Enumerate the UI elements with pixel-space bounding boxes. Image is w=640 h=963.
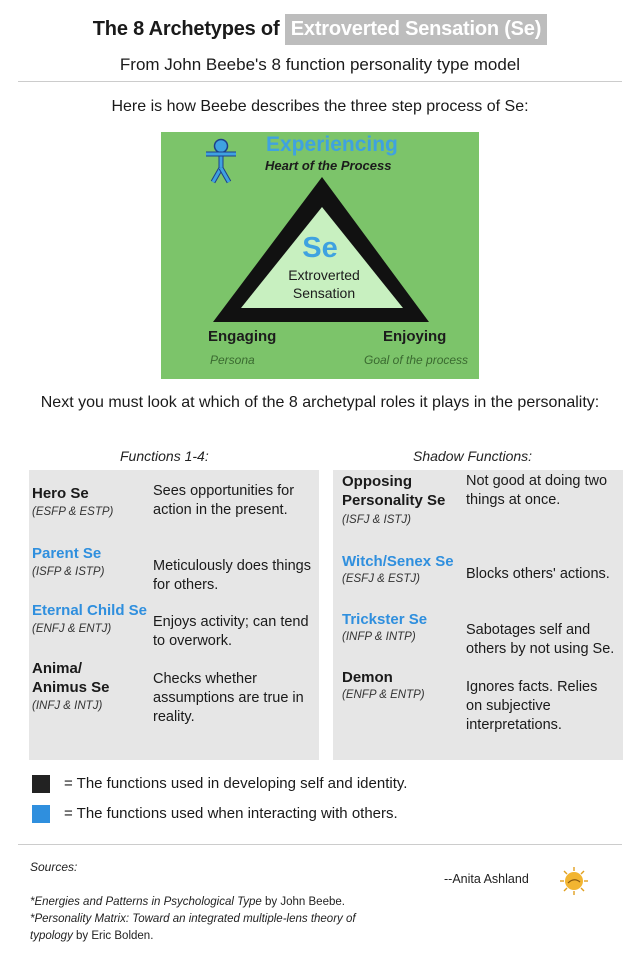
role-parent-name: Parent Se: [32, 545, 102, 562]
role-parent-types: (ISFP & ISTP): [32, 566, 105, 578]
left-column-heading: Functions 1-4:: [120, 448, 209, 464]
role-demon-name: Demon: [342, 669, 393, 686]
next-text: Next you must look at which of the 8 arc…: [40, 394, 600, 411]
role-anima-types: (INFJ & INTJ): [32, 700, 103, 712]
person-icon: [206, 138, 236, 184]
role-witch-name: Witch/Senex Se: [342, 553, 454, 570]
diagram-right-sub: Goal of the process: [364, 353, 469, 367]
role-eternal-child-desc: Enjoys activity; can tend to overwork.: [153, 614, 309, 649]
page-title: The 8 Archetypes of Extroverted Sensatio…: [0, 14, 640, 45]
left-roles-panel: Hero Se (ESFP & ESTP) Sees opportunities…: [29, 470, 319, 760]
role-demon-desc: Ignores facts. Relies on subjective inte…: [466, 679, 598, 733]
role-trickster-name: Trickster Se: [342, 611, 428, 628]
source-2-by: by Eric Bolden.: [72, 930, 154, 942]
role-witch-types: (ESFJ & ESTJ): [342, 573, 420, 585]
sun-logo-icon: [560, 867, 588, 895]
diagram-left-sub: Persona: [210, 353, 255, 367]
diagram-left-label: Engaging: [208, 328, 277, 345]
source-item-1: *Energies and Patterns in Psychological …: [30, 894, 390, 911]
divider: [18, 844, 622, 845]
diagram-center-text: Extroverted Sensation: [161, 266, 487, 302]
role-opposing-types: (ISFJ & ISTJ): [342, 514, 411, 526]
diagram-center-line2: Sensation: [292, 285, 356, 301]
role-trickster-types: (INFP & INTP): [342, 631, 416, 643]
role-parent-desc: Meticulously does things for others.: [153, 558, 311, 593]
source-1-by: by John Beebe.: [261, 896, 345, 908]
role-hero-types: (ESFP & ESTP): [32, 506, 114, 518]
role-hero-name: Hero Se: [32, 485, 89, 502]
legend-swatch-self: [32, 775, 50, 793]
legend-text-others: = The functions used when interacting wi…: [64, 805, 398, 822]
legend-text-self: = The functions used in developing self …: [64, 775, 408, 792]
role-anima-name: Anima/ Animus Se: [32, 660, 110, 696]
role-anima-desc: Checks whether assumptions are true in r…: [153, 671, 304, 725]
role-hero-desc: Sees opportunities for action in the pre…: [153, 483, 295, 518]
intro-text: Here is how Beebe describes the three st…: [111, 98, 529, 115]
role-opposing-name: Opposing Personality Se: [342, 473, 446, 509]
diagram-top-sub: Heart of the Process: [265, 158, 392, 173]
divider: [18, 81, 622, 82]
role-eternal-child-name: Eternal Child Se: [32, 602, 148, 619]
page-subtitle: From John Beebe's 8 function personality…: [119, 55, 521, 74]
title-prefix: The 8 Archetypes of: [92, 18, 280, 40]
source-2-title: *Personality Matrix: Toward an integrate…: [30, 913, 356, 942]
author-signature: --Anita Ashland: [444, 872, 529, 886]
se-process-diagram: Experiencing Heart of the Process Se Ext…: [161, 132, 479, 379]
sources-heading: Sources:: [30, 860, 78, 874]
role-demon-types: (ENFP & ENTP): [342, 689, 425, 701]
source-1-title: *Energies and Patterns in Psychological …: [30, 896, 262, 908]
diagram-top-label: Experiencing: [266, 133, 398, 156]
role-eternal-child-types: (ENFJ & ENTJ): [32, 623, 112, 635]
triangle-graphic: [206, 138, 429, 322]
inner-triangle: [241, 207, 403, 308]
role-trickster-desc: Sabotages self and others by not using S…: [466, 622, 615, 657]
diagram-right-label: Enjoying: [383, 328, 447, 345]
diagram-center-big: Se: [302, 232, 338, 264]
role-witch-desc: Blocks others' actions.: [466, 566, 610, 582]
diagram-center-line1: Extroverted: [288, 267, 360, 283]
legend-swatch-others: [32, 805, 50, 823]
role-opposing-desc: Not good at doing two things at once.: [466, 473, 608, 508]
source-item-2: *Personality Matrix: Toward an integrate…: [30, 911, 380, 945]
title-highlight: Extroverted Sensation (Se): [284, 14, 548, 45]
right-roles-panel: Opposing Personality Se (ISFJ & ISTJ) No…: [333, 470, 623, 760]
right-column-heading: Shadow Functions:: [413, 448, 533, 464]
